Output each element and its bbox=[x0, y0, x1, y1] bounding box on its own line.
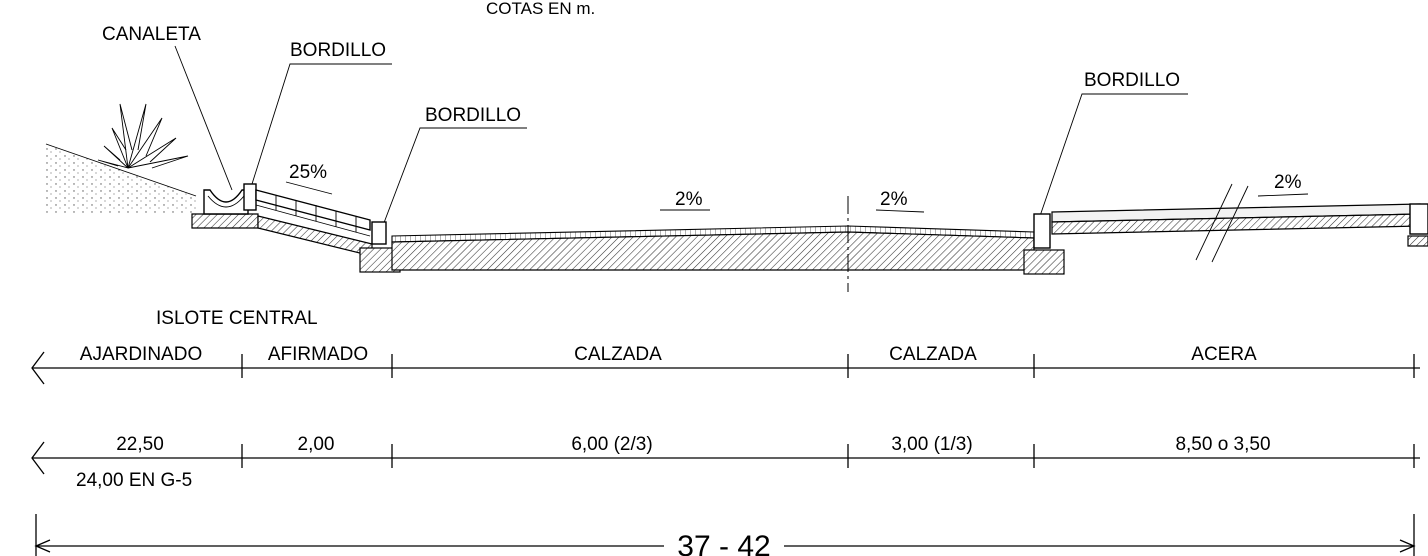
slope-calzada-left: 2% bbox=[675, 189, 703, 210]
leader-bordillo-middle bbox=[381, 127, 527, 229]
zone-width-acera: 8,50 o 3,50 bbox=[1175, 434, 1270, 455]
plant-icon bbox=[97, 103, 189, 169]
canaleta-gutter bbox=[191, 189, 259, 229]
zone-width-afirmado: 2,00 bbox=[298, 434, 335, 455]
zone-dimension-line bbox=[31, 351, 1420, 385]
zone-width-ajardinado-alt: 24,00 EN G-5 bbox=[76, 470, 192, 491]
slope-afirmado: 25% bbox=[289, 162, 327, 183]
zone-width-calzada-2: 3,00 (1/3) bbox=[891, 434, 972, 455]
slope-calzada-right: 2% bbox=[880, 189, 908, 210]
bordillo-right-block bbox=[1023, 213, 1065, 275]
units-note: COTAS EN m. bbox=[486, 0, 595, 18]
acera-sidewalk bbox=[1051, 183, 1428, 263]
zone-name-calzada-1: CALZADA bbox=[574, 344, 662, 365]
zone-name-afirmado: AFIRMADO bbox=[268, 344, 368, 365]
callout-bordillo-left: BORDILLO bbox=[290, 40, 386, 61]
calzada-road bbox=[391, 196, 1035, 292]
total-dimension-line bbox=[34, 514, 1416, 556]
zone-width-ajardinado: 22,50 bbox=[116, 434, 164, 455]
slope-acera: 2% bbox=[1274, 172, 1302, 193]
zone-name-acera: ACERA bbox=[1191, 344, 1257, 365]
total-width-label: 37 - 42 bbox=[677, 530, 770, 556]
afirmado-slope bbox=[243, 183, 401, 273]
break-line bbox=[1195, 183, 1233, 261]
leader-bordillo-left bbox=[251, 63, 392, 185]
embankment bbox=[45, 143, 197, 214]
zone-width-calzada-1: 6,00 (2/3) bbox=[571, 434, 652, 455]
callout-bordillo-middle: BORDILLO bbox=[425, 105, 521, 126]
zone-name-ajardinado: AJARDINADO bbox=[80, 344, 202, 365]
callout-canaleta: CANALETA bbox=[102, 24, 201, 45]
leader-canaleta bbox=[174, 45, 233, 191]
leader-bordillo-right bbox=[1039, 93, 1188, 217]
section-title: ISLOTE CENTRAL bbox=[156, 308, 318, 329]
zone-name-calzada-2: CALZADA bbox=[889, 344, 977, 365]
width-dimension-line bbox=[31, 441, 1420, 475]
callout-bordillo-right: BORDILLO bbox=[1084, 70, 1180, 91]
